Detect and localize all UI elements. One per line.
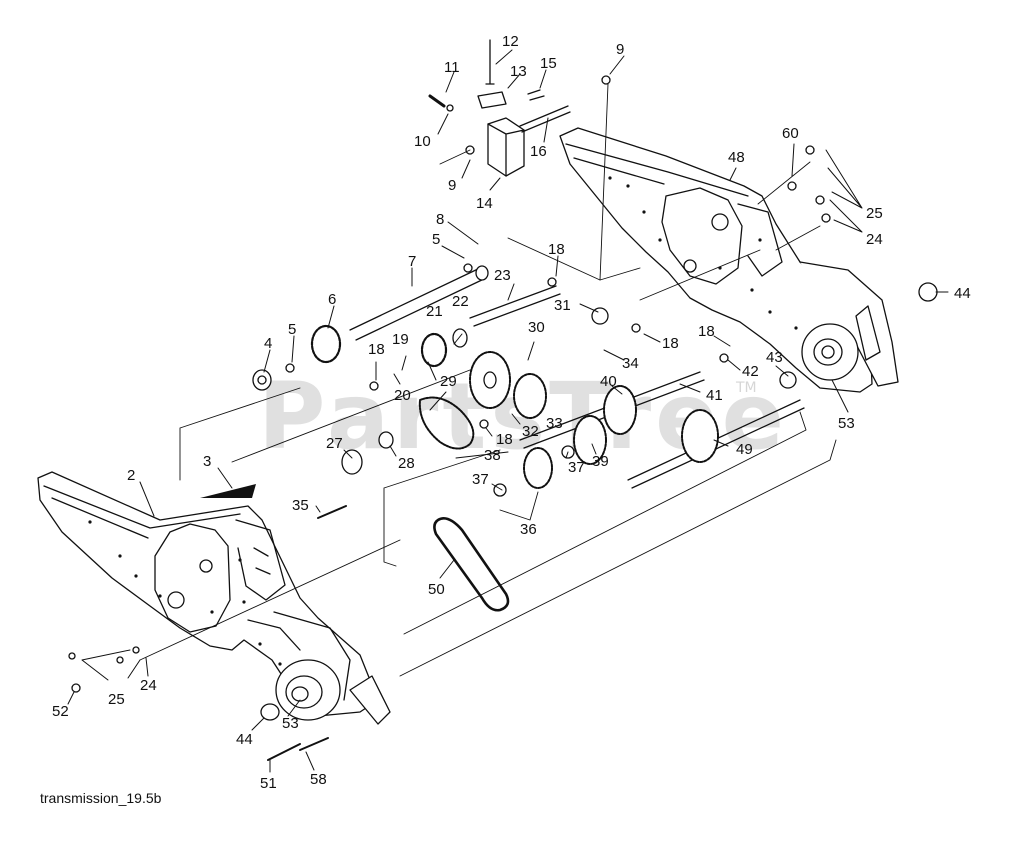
callout-52: 52 — [52, 703, 69, 720]
leader-lines — [67, 49, 949, 773]
callout-24a: 24 — [140, 677, 157, 694]
callout-23: 23 — [494, 267, 511, 284]
callout-60: 60 — [782, 125, 799, 142]
right-housing-part-48 — [559, 127, 899, 393]
callout-37b: 37 — [568, 459, 585, 476]
arrow-wedge — [200, 484, 256, 498]
callout-58: 58 — [310, 771, 327, 788]
callout-53b: 53 — [838, 415, 855, 432]
callout-48: 48 — [728, 149, 745, 166]
callout-34: 34 — [622, 355, 639, 372]
callout-3: 3 — [203, 453, 211, 470]
callout-18d: 18 — [698, 323, 715, 340]
callout-49: 49 — [736, 441, 753, 458]
callout-33: 33 — [546, 415, 563, 432]
callout-30: 30 — [528, 319, 545, 336]
callout-44b: 44 — [236, 731, 253, 748]
callout-24b: 24 — [866, 231, 883, 248]
diagram-caption: transmission_19.5b — [40, 790, 162, 806]
callout-53a: 53 — [282, 715, 299, 732]
callout-14: 14 — [476, 195, 493, 212]
callout-29: 29 — [440, 373, 457, 390]
callout-12: 12 — [502, 33, 519, 50]
callout-11: 11 — [444, 59, 460, 76]
callout-22: 22 — [452, 293, 469, 310]
callout-19: 19 — [392, 331, 409, 348]
callout-51: 51 — [260, 775, 277, 792]
callout-10: 10 — [414, 133, 431, 150]
callout-9a: 9 — [448, 177, 456, 194]
callout-35: 35 — [292, 497, 309, 514]
callout-50: 50 — [428, 581, 445, 598]
callout-5b: 5 — [432, 231, 440, 248]
callout-18a: 18 — [548, 241, 565, 258]
callout-36: 36 — [520, 521, 537, 538]
callout-42: 42 — [742, 363, 759, 380]
callout-13: 13 — [510, 63, 527, 80]
left-housing-part-2 — [37, 471, 391, 725]
callout-5a: 5 — [288, 321, 296, 338]
callout-2: 2 — [127, 467, 135, 484]
callout-9b: 9 — [616, 41, 624, 58]
callout-37a: 37 — [472, 471, 489, 488]
guide-lines — [139, 83, 837, 677]
callout-20: 20 — [394, 387, 411, 404]
callout-16: 16 — [530, 143, 547, 160]
callout-28: 28 — [398, 455, 415, 472]
callout-21: 21 — [426, 303, 443, 320]
callout-15: 15 — [540, 55, 557, 72]
callout-8: 8 — [436, 211, 444, 228]
watermark-tm: TM — [735, 380, 757, 396]
callout-labels: 2 3 4 5 5 6 7 8 9 9 10 11 12 13 14 15 16… — [52, 33, 971, 792]
gear-train — [68, 145, 938, 761]
callout-18b: 18 — [368, 341, 385, 358]
callout-25a: 25 — [108, 691, 125, 708]
callout-44a: 44 — [954, 285, 971, 302]
callout-18e: 18 — [496, 431, 513, 448]
callout-43: 43 — [766, 349, 783, 366]
callout-41: 41 — [706, 387, 723, 404]
callout-38: 38 — [484, 447, 501, 464]
callout-27: 27 — [326, 435, 343, 452]
callout-32: 32 — [522, 423, 539, 440]
callout-6: 6 — [328, 291, 336, 308]
callout-31: 31 — [554, 297, 571, 314]
callout-39: 39 — [592, 453, 609, 470]
callout-4: 4 — [264, 335, 272, 352]
callout-25b: 25 — [866, 205, 883, 222]
callout-18c: 18 — [662, 335, 679, 352]
callout-40: 40 — [600, 373, 617, 390]
shift-assembly — [428, 39, 611, 177]
callout-7: 7 — [408, 253, 416, 270]
